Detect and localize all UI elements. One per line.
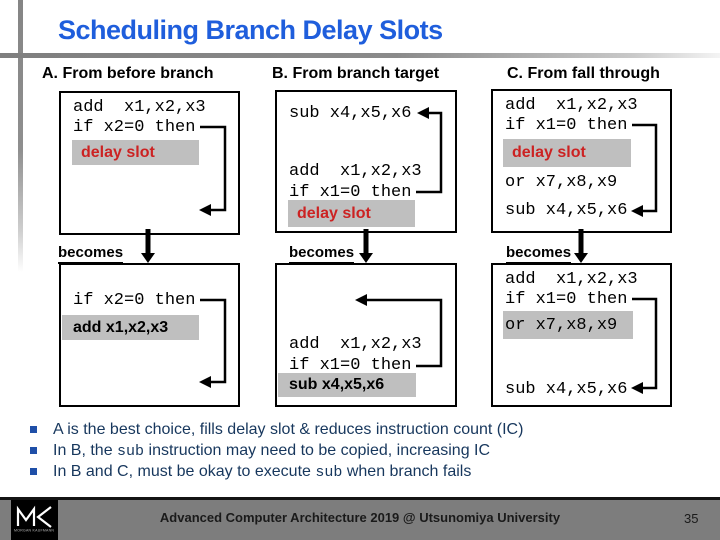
bullet-item: In B, the sub instruction may need to be… bbox=[28, 440, 523, 461]
footer-bar bbox=[0, 497, 720, 540]
code-box-a-before: add x1,x2,x3 if x2=0 then delay slot bbox=[59, 91, 240, 235]
delay-slot-highlight: delay slot bbox=[503, 139, 631, 167]
becomes-arrow bbox=[359, 229, 373, 263]
code-line: if x1=0 then bbox=[505, 116, 628, 135]
bullet-text: A is the best choice, fills delay slot &… bbox=[53, 420, 524, 438]
becomes-label-c: becomes bbox=[506, 244, 572, 264]
bullet-item: In B and C, must be okay to execute sub … bbox=[28, 461, 523, 482]
left-accent-bar bbox=[18, 0, 23, 272]
bullet-list: A is the best choice, fills delay slot &… bbox=[28, 419, 523, 482]
code-line: add x1,x2,x3 bbox=[73, 98, 206, 117]
title-underline-bar bbox=[0, 53, 720, 58]
bullet-square-icon bbox=[30, 447, 37, 454]
code-box-b-result: add x1,x2,x3 if x1=0 then sub x4,x5,x6 bbox=[275, 263, 457, 407]
bullet-square-icon bbox=[30, 426, 37, 433]
code-line: add x1,x2,x3 bbox=[289, 335, 422, 354]
becomes-label-a: becomes bbox=[58, 244, 124, 264]
code-line: or x7,x8,x9 bbox=[505, 173, 618, 192]
code-line: sub x4,x5,x6 bbox=[505, 201, 628, 220]
becomes-arrow bbox=[141, 229, 155, 263]
branch-arrow bbox=[355, 294, 443, 368]
code-box-a-result: if x2=0 then add x1,x2,x3 bbox=[59, 263, 240, 407]
moved-instruction-highlight: sub x4,x5,x6 bbox=[278, 373, 416, 397]
column-b-header: B. From branch target bbox=[272, 65, 440, 82]
page-title: Scheduling Branch Delay Slots bbox=[58, 15, 443, 45]
footer-course-text: Advanced Computer Architecture 2019 @ Ut… bbox=[159, 510, 561, 525]
code-line: if x1=0 then bbox=[505, 290, 628, 309]
logo-caption: MORGAN KAUFMANN bbox=[14, 528, 55, 533]
morgan-kaufmann-logo: MORGAN KAUFMANN bbox=[11, 500, 58, 540]
delay-slot-highlight: delay slot bbox=[288, 200, 415, 227]
code-box-c-fallthrough: add x1,x2,x3 if x1=0 then delay slot or … bbox=[491, 89, 672, 233]
branch-arrow bbox=[199, 298, 227, 388]
bullet-text: In B, the sub instruction may need to be… bbox=[53, 441, 491, 460]
moved-instruction-highlight: add x1,x2,x3 bbox=[62, 315, 199, 340]
code-box-b-target: sub x4,x5,x6 add x1,x2,x3 if x1=0 then d… bbox=[275, 90, 457, 233]
column-a-header: A. From before branch bbox=[42, 65, 214, 82]
branch-arrow bbox=[199, 125, 227, 216]
code-box-c-result: add x1,x2,x3 if x1=0 then or x7,x8,x9 su… bbox=[491, 263, 672, 407]
column-c-header: C. From fall through bbox=[507, 65, 660, 82]
becomes-arrow bbox=[574, 229, 588, 263]
becomes-label-b: becomes bbox=[289, 244, 355, 264]
branch-arrow bbox=[416, 107, 443, 194]
branch-arrow bbox=[631, 297, 658, 394]
branch-arrow bbox=[631, 123, 658, 217]
code-line: sub x4,x5,x6 bbox=[505, 380, 628, 399]
code-line: add x1,x2,x3 bbox=[505, 270, 638, 289]
delay-slot-highlight: delay slot bbox=[72, 140, 199, 165]
mk-logo-icon bbox=[16, 505, 52, 528]
code-line: sub x4,x5,x6 bbox=[289, 104, 412, 123]
moved-instruction-highlight: or x7,x8,x9 bbox=[503, 311, 633, 339]
code-line: if x2=0 then bbox=[73, 291, 196, 310]
code-line: add x1,x2,x3 bbox=[289, 162, 422, 181]
bullet-text: In B and C, must be okay to execute sub … bbox=[53, 462, 472, 481]
bullet-item: A is the best choice, fills delay slot &… bbox=[28, 419, 523, 440]
code-line: if x1=0 then bbox=[289, 356, 412, 375]
code-line: if x2=0 then bbox=[73, 118, 196, 137]
code-line: add x1,x2,x3 bbox=[505, 96, 638, 115]
code-line: if x1=0 then bbox=[289, 183, 412, 202]
page-number: 35 bbox=[684, 511, 699, 526]
bullet-square-icon bbox=[30, 468, 37, 475]
